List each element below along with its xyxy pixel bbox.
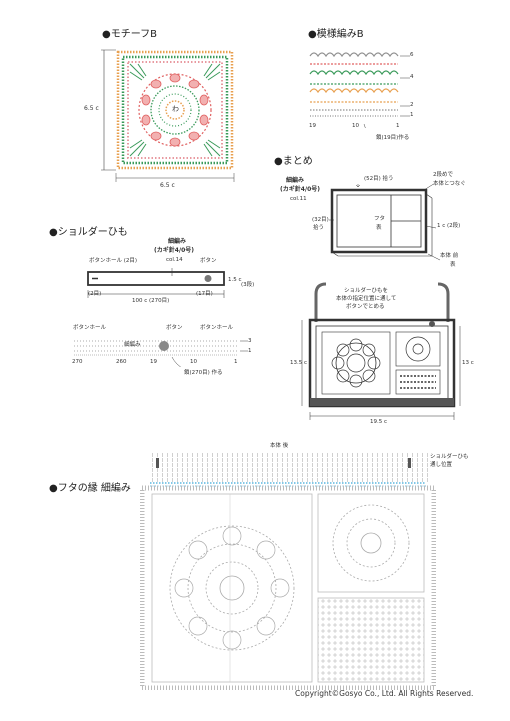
big-chart-strap-pos-2: 通し位置 [430, 462, 453, 468]
strap-tick-19: 19 [150, 359, 157, 365]
assembly-pick-left-1: (32目) [312, 217, 329, 223]
bag-note-1: ショルダーひもを [344, 288, 389, 294]
pattern-row-6: 6 [410, 52, 414, 58]
strap-buttonhole-right: ボタンホール [200, 325, 234, 331]
flap-stitch-chart [140, 452, 436, 690]
pattern-row-2: 2 [410, 102, 414, 108]
shoulder-strap-diagram [87, 268, 225, 298]
assembly-title: ●まとめ [274, 156, 313, 167]
strap-tick-260: 260 [116, 359, 127, 365]
shoulder-color: col.14 [166, 257, 183, 263]
big-chart-title: ●フタの縁 細編み [49, 483, 131, 494]
pattern-row-1: 1 [410, 112, 414, 118]
shoulder-button: ボタン [200, 258, 217, 264]
pattern-stitch-1: 1 [396, 123, 400, 129]
assembly-pick-left-2: 拾う [313, 225, 325, 231]
strap-tick-1: 1 [234, 359, 238, 365]
big-chart-strap-pos-1: ショルダーひも [430, 454, 469, 460]
bag-width: 19.5 c [370, 419, 388, 425]
motif-width-dim: 6.5 c [160, 182, 175, 189]
shoulder-buttonhole: ボタンホール (2目) [89, 258, 138, 264]
motif-center-label: わ [172, 105, 179, 113]
assembly-diagram [329, 184, 441, 261]
strap-sc: 細編み [124, 342, 141, 348]
pattern-stitch-19: 19 [309, 123, 316, 129]
assembly-pick-top: (52目) 拾う [364, 176, 394, 182]
pattern-row-4: 4 [410, 74, 414, 80]
motif-b-title: ●モチーフB [102, 29, 157, 40]
bag-note-2: 本体の指定位置に通して [336, 296, 397, 302]
strap-tick-270: 270 [72, 359, 83, 365]
big-chart-body-back: 本体 後 [270, 443, 289, 449]
shoulder-height: 1.5 c [228, 277, 242, 283]
shoulder-hook: (カギ針4/0号) [154, 247, 195, 254]
assembly-flap-1: フタ [374, 216, 386, 222]
pattern-stitch-10: 10 [352, 123, 359, 129]
assembly-flap-2: 表 [376, 225, 382, 231]
pattern-b-title: ●模様編みB [308, 29, 364, 40]
strap-button: ボタン [166, 325, 183, 331]
assembly-sc-label: 細編み [286, 177, 305, 184]
bag-height-right: 13 c [462, 360, 474, 366]
shoulder-sc-label: 細編み [168, 238, 187, 245]
pattern-chain-note: 鎖(19目)作る [376, 135, 410, 141]
assembly-color: col.11 [290, 196, 307, 202]
pattern-b-chart [309, 52, 410, 128]
bag-height-left: 13.5 c [290, 360, 308, 366]
assembly-right-len: 1 c (2段) [437, 223, 461, 229]
assembly-hook-label: (カギ針4/0号) [280, 186, 321, 193]
assembly-body-front-2: 表 [450, 262, 456, 268]
strap-stitch-chart [74, 340, 248, 367]
motif-b-diagram [101, 49, 235, 182]
assembly-join-note-2: 本体とつなぐ [433, 181, 466, 187]
strap-row-3: 3 [248, 338, 252, 344]
shoulder-length: 100 c (270目) [132, 298, 170, 304]
shoulder-rows: (3段) [241, 282, 255, 288]
shoulder-title: ●ショルダーひも [49, 227, 128, 238]
assembly-join-note-1: 2段めで [433, 172, 453, 178]
strap-buttonhole-left: ボタンホール [73, 325, 107, 331]
strap-row-1: 1 [248, 348, 252, 354]
bag-diagram [301, 282, 461, 420]
bag-note-3: ボタンでとめる [346, 304, 385, 310]
copyright-text: Copyright©Gosyo Co., Ltd. All Rights Res… [295, 689, 474, 698]
strap-chain: 鎖(270目) 作る [184, 370, 223, 376]
shoulder-count-left: (2目) [88, 291, 102, 297]
assembly-body-front-1: 本体 前 [440, 253, 459, 259]
motif-height-dim: 6.5 c [84, 105, 99, 112]
shoulder-count-right: (17目) [196, 291, 213, 297]
strap-tick-10: 10 [190, 359, 197, 365]
